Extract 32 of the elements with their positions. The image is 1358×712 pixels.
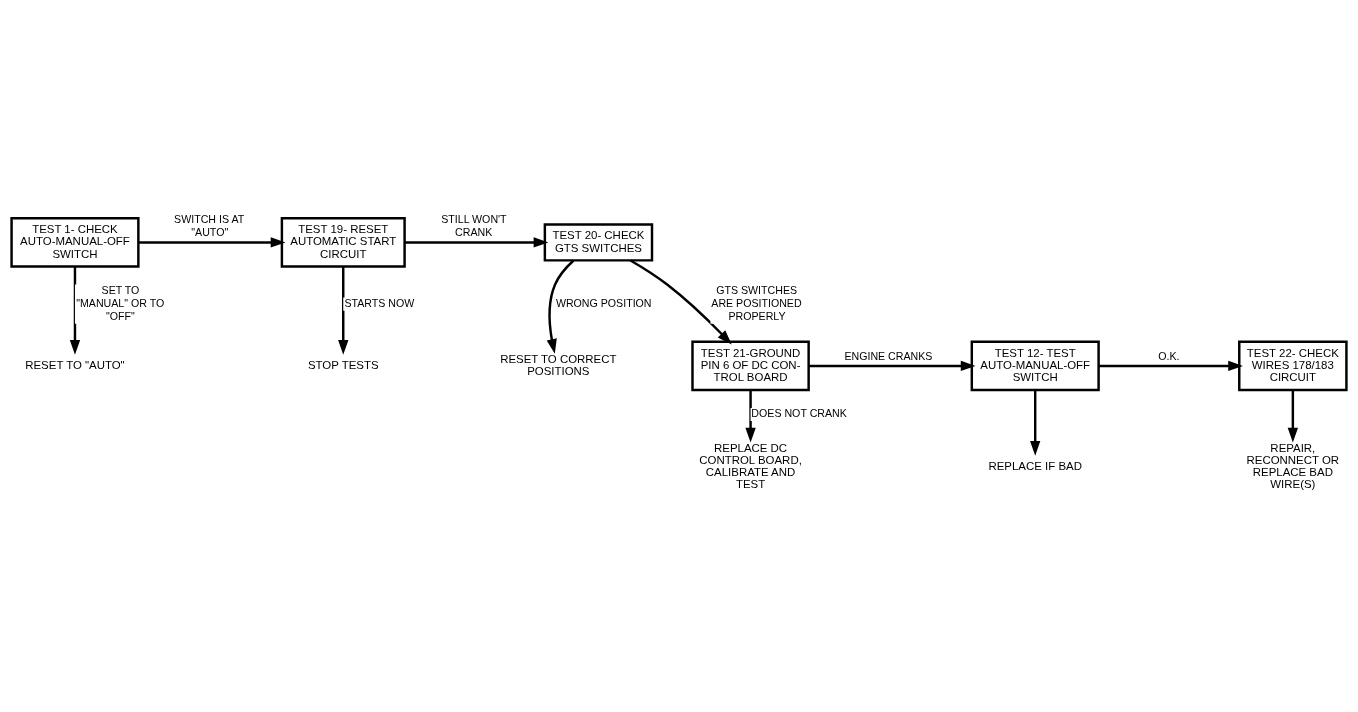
arrow <box>69 266 81 355</box>
node-text: REPLACE IF BAD <box>988 459 1082 472</box>
arrow <box>338 266 349 355</box>
edge-label: STARTS NOW <box>344 296 415 309</box>
arrow <box>808 360 976 371</box>
edge-label: SWITCH IS AT "AUTO" <box>174 212 245 238</box>
arrow <box>1287 389 1298 443</box>
node-box: TEST 20- CHECK GTS SWITCHES <box>543 222 654 262</box>
node-text: RESET TO CORRECT POSITIONS <box>500 352 617 377</box>
edge-label: WRONG POSITION <box>555 296 652 309</box>
edge-label: GTS SWITCHES ARE POSITIONED PROPERLY <box>711 283 802 322</box>
node-box: TEST 12- TEST AUTO-MANUAL-OFF SWITCH <box>970 340 1100 391</box>
edge-label: STILL WON'T CRANK <box>441 212 507 238</box>
node-box: TEST 21-GROUND PIN 6 OF DC CON-TROL BOARD <box>691 340 810 391</box>
arrow <box>745 389 756 443</box>
edge-label: ENGINE CRANKS <box>844 349 933 362</box>
node-box: TEST 19- RESET AUTOMATIC START CIRCUIT <box>280 216 406 268</box>
arrow <box>629 258 732 344</box>
arrow <box>404 236 549 248</box>
node-text: REPAIR, RECONNECT OR REPLACE BAD WIRE(S) <box>1246 441 1340 490</box>
edge-label: DOES NOT CRANK <box>751 406 847 419</box>
edge-label: SET TO "MANUAL" OR TO "OFF" <box>76 283 165 322</box>
edge-label: O.K. <box>1158 349 1180 362</box>
node-text: REPLACE DC CONTROL BOARD, CALIBRATE AND TEST <box>699 441 802 490</box>
arrow <box>138 236 286 248</box>
node-text: STOP TESTS <box>307 358 379 371</box>
node-box: TEST 22- CHECK WIRES 178/183 CIRCUIT <box>1238 340 1348 391</box>
arrow <box>1098 360 1243 371</box>
node-box: TEST 1- CHECK AUTO-MANUAL-OFF SWITCH <box>10 216 140 268</box>
arrow <box>1030 389 1041 456</box>
arrow <box>546 259 575 354</box>
node-text: RESET TO "AUTO" <box>25 358 125 371</box>
